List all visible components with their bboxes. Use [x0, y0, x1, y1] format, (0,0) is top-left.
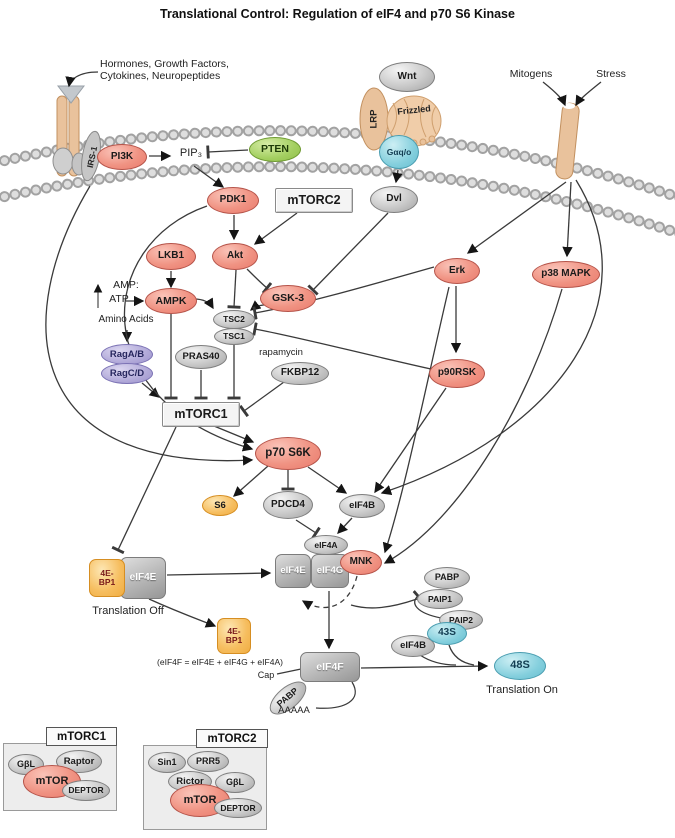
node-pras40: PRAS40 [175, 345, 227, 369]
translation-on-label: Translation On [486, 684, 558, 696]
node-pten: PTEN [249, 137, 301, 162]
node-p70s6k: p70 S6K [255, 437, 321, 470]
wnt-receptor [359, 87, 442, 151]
node-s6: S6 [202, 495, 238, 516]
node-ragcd: RagC/D [101, 363, 153, 384]
node-gsk3: GSK-3 [260, 285, 316, 312]
node-eif4b-1: eIF4B [339, 494, 385, 518]
pip3-label: PIP₃ [179, 147, 203, 159]
gpcr-receptor [52, 85, 101, 182]
node-gaqo: Gαq/o [379, 135, 419, 169]
node-p90rsk: p90RSK [429, 359, 485, 388]
pathway-edges [45, 71, 603, 709]
node-ampk: AMPK [145, 288, 197, 314]
node-ragab: RagA/B [101, 344, 153, 365]
node-dvl: Dvl [370, 186, 418, 213]
node-deptor-c1: DEPTOR [62, 780, 110, 801]
node-eif4f: eIF4F [300, 652, 360, 682]
mtorc1-complex-tab: mTORC1 [46, 727, 117, 746]
node-pabp: PABP [424, 567, 470, 589]
node-gbl-c2: GβL [215, 772, 255, 793]
polya-label: AAAAA [278, 705, 310, 716]
node-48s: 48S [494, 652, 546, 680]
cap-label: Cap [257, 670, 275, 680]
node-sin1: Sin1 [148, 752, 186, 773]
node-43s: 43S [427, 622, 467, 645]
ligands-label: Hormones, Growth Factors, Cytokines, Neu… [100, 58, 229, 82]
node-tsc2: TSC2 [213, 310, 255, 329]
node-erk: Erk [434, 258, 480, 284]
node-wnt: Wnt [379, 62, 435, 92]
mtorc2-complex-tab: mTORC2 [196, 729, 268, 748]
node-akt: Akt [212, 243, 258, 270]
node-deptor-c2: DEPTOR [214, 798, 262, 818]
node-pi3k: PI3K [97, 144, 147, 170]
node-prr5: PRR5 [187, 751, 229, 772]
node-pdk1: PDK1 [207, 187, 259, 214]
node-eif4a: eIF4A [304, 535, 348, 555]
node-mnk: MNK [340, 550, 382, 575]
node-pdcd4: PDCD4 [263, 491, 313, 519]
node-eif4e: eIF4E [275, 554, 311, 588]
node-4ebp1-free: 4E- BP1 [217, 618, 251, 654]
translation-off-label: Translation Off [92, 605, 164, 617]
rapamycin-label: rapamycin [259, 347, 303, 358]
amino-acids-label: Amino Acids [98, 314, 154, 325]
atp-label: ATP [109, 293, 129, 305]
node-paip1: PAIP1 [417, 589, 463, 609]
node-p38mapk: p38 MAPK [532, 261, 600, 288]
lrp-label: LRP [368, 109, 380, 129]
node-eif4b-2: eIF4B [391, 635, 435, 657]
amp-label: AMP: [113, 279, 139, 291]
node-tsc1: TSC1 [214, 328, 254, 345]
node-mtorc1: mTORC1 [162, 402, 240, 427]
stress-label: Stress [596, 68, 626, 80]
node-mtorc2: mTORC2 [275, 188, 353, 213]
diagram-title: Translational Control: Regulation of eIF… [160, 7, 515, 21]
mitogens-label: Mitogens [509, 68, 553, 80]
node-lkb1: LKB1 [146, 243, 196, 270]
node-eif4e-offcplx: eIF4E [120, 557, 166, 599]
eif4f-equation: (eIF4F = eIF4E + eIF4G + eIF4A) [157, 657, 283, 667]
node-fkbp12: FKBP12 [271, 362, 329, 385]
node-4ebp1-bound: 4E- BP1 [89, 559, 125, 597]
